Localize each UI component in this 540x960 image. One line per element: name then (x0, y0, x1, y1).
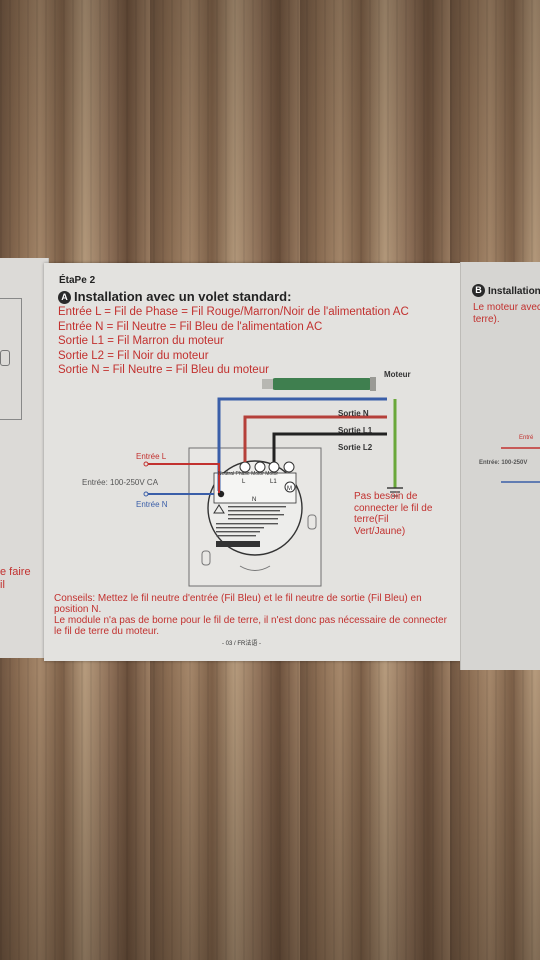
terminal-m (284, 481, 296, 493)
right-small-red: Entré (519, 435, 534, 441)
motor-end-right (370, 377, 376, 391)
entree-voltage-label: Entrée: 100-250V CA (82, 478, 159, 487)
right-entree-voltage: Entrée: 100-250V (479, 460, 528, 466)
terminal-m-label: M (287, 486, 292, 492)
entree-n-label: Entrée N (136, 500, 168, 509)
left-leaflet-panel: e faire il (0, 258, 48, 658)
instruction-line: Entrée N = Fil Neutre = Fil Bleu de l'al… (58, 320, 323, 333)
badge-b-icon: B (472, 284, 485, 297)
terminal-n-label: N (252, 497, 256, 503)
badge-a-icon: A (58, 291, 71, 304)
switch-knob-outline (0, 350, 10, 366)
cert-marks-icon (216, 541, 260, 547)
fine-print (216, 506, 286, 537)
heading-text: Installation avec un volet standard: (74, 289, 292, 304)
wire-sortie-l2 (272, 432, 387, 462)
motor-end-left (262, 379, 273, 389)
instruction-line: Sortie L1 = Fil Marron du moteur (58, 335, 224, 347)
left-panel-text: e faire il (0, 566, 31, 592)
instruction-line: Entrée L = Fil de Phase = Fil Rouge/Marr… (58, 306, 409, 318)
right-text: Le moteur avec terre). (473, 302, 540, 326)
warning-triangle-icon (213, 504, 225, 514)
left-text-line: il (0, 579, 5, 591)
entree-l-terminal (143, 461, 149, 467)
entree-l-label: Entrée L (136, 452, 167, 461)
wiring-diagram: Neutral Phase Motor Motor L L1 N M Moteu… (44, 363, 460, 593)
sortie-n-label: Sortie N (338, 409, 369, 418)
terminal-l-label: L (242, 479, 246, 485)
wire-sortie-n (217, 397, 387, 491)
wiring-svg: Neutral Phase Motor Motor L L1 N M (143, 377, 403, 587)
instruction-line: Sortie N = Fil Neutre = Fil Bleu du mote… (58, 364, 269, 376)
switch-frame-outline (0, 298, 22, 420)
plate-curve (239, 565, 271, 571)
right-heading-text: Installation (488, 286, 540, 297)
instruction-list: Entrée L = Fil de Phase = Fil Rouge/Marr… (58, 305, 409, 378)
instruction-line: Sortie L2 = Fil Noir du moteur (58, 349, 209, 362)
ground-note: Pas besoin de connecter le fil de terre(… (354, 491, 433, 537)
terminal-l1-label: L1 (270, 479, 277, 485)
sortie-l1-label: Sortie L1 (338, 426, 373, 435)
plate-slot-left (201, 550, 211, 566)
advice-line: Le module n'a pas de borne pour le fil d… (54, 615, 447, 637)
sortie-l2-label: Sortie L2 (338, 443, 373, 452)
terminal-4 (283, 461, 295, 473)
motor-label: Moteur (384, 370, 411, 379)
page-number: - 03 / FR法语 - (222, 641, 262, 647)
advice-line: Conseils: Mettez le fil neutre d'entrée … (54, 593, 422, 615)
wire-sortie-l1 (243, 415, 387, 462)
advice-block: Conseils: Mettez le fil neutre d'entrée … (54, 593, 454, 637)
right-text-line: terre). (473, 314, 500, 325)
step-title: ÉtaPe 2 (59, 275, 96, 286)
motor-body (272, 378, 372, 390)
terminal-block (213, 472, 297, 504)
terminal-2 (254, 461, 266, 473)
left-text-line: e faire (0, 566, 31, 578)
plate-slot-right (307, 514, 317, 530)
right-text-line: Le moteur avec (473, 302, 540, 313)
entree-n-terminal (143, 491, 149, 497)
right-wires-svg (501, 447, 540, 483)
small-terminal-text: Neutral Phase Motor Motor (218, 471, 278, 477)
wire-entree-l (148, 463, 220, 493)
